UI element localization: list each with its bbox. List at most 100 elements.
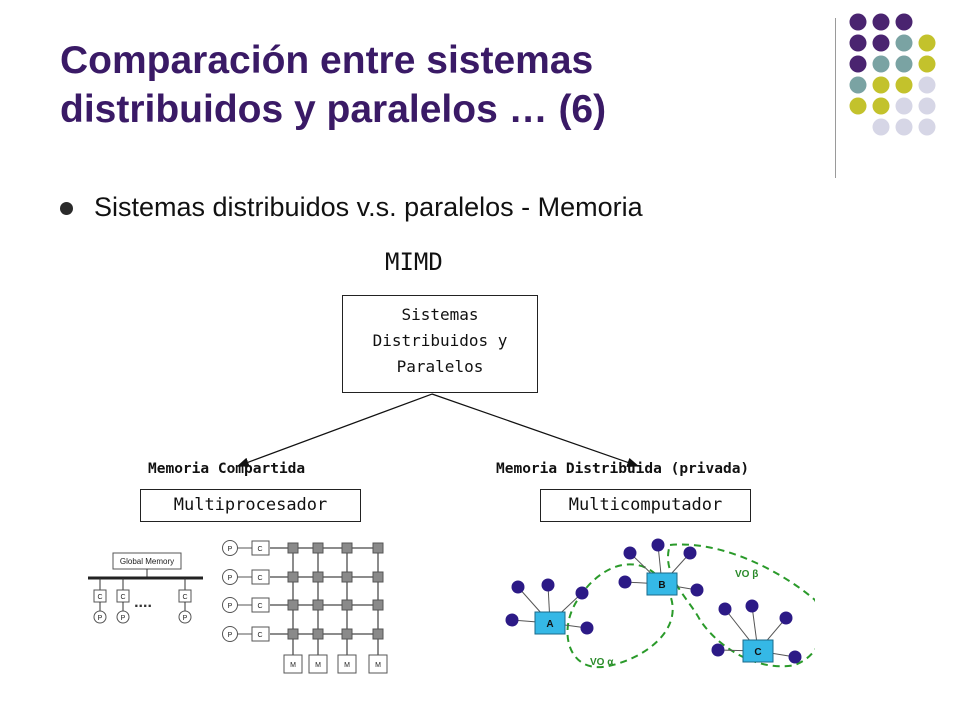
mesh-memory-label: M	[315, 662, 321, 669]
decorative-dot	[895, 34, 913, 52]
decorative-dot	[872, 76, 890, 94]
hub-node-label: B	[658, 580, 665, 591]
hub-node-b	[646, 572, 678, 596]
mesh-switch	[341, 571, 353, 583]
processor-label: P	[121, 615, 126, 622]
mesh-cache-box	[251, 626, 270, 642]
peer-node	[683, 546, 697, 560]
mesh-cache-label: C	[257, 603, 262, 610]
peer-node	[745, 599, 759, 613]
hub-node-label: A	[546, 619, 553, 630]
mesh-switch	[372, 628, 384, 640]
bus-ellipsis: ....	[134, 594, 152, 611]
peer-node	[511, 580, 525, 594]
vo-alpha-boundary	[566, 563, 674, 669]
root-node-box: Sistemas Distribuidos y Paralelos	[342, 295, 538, 393]
mesh-cache-box	[251, 597, 270, 613]
mesh-switch	[287, 571, 299, 583]
mesh-memory-box	[283, 654, 303, 674]
peer-node	[718, 602, 732, 616]
title-line-1: Comparación entre sistemas	[60, 39, 594, 82]
mesh-switch	[287, 628, 299, 640]
cache-label: C	[182, 594, 187, 601]
shared-memory-label: Memoria Compartida	[148, 461, 306, 477]
mesh-switch	[287, 599, 299, 611]
mesh-memory-box	[337, 654, 357, 674]
decorative-dot	[849, 34, 867, 52]
mesh-cache-label: C	[257, 575, 262, 582]
mesh-switch	[372, 571, 384, 583]
mesh-memory-box	[368, 654, 388, 674]
decorative-dot	[918, 118, 936, 136]
bullet-dot-icon	[60, 202, 73, 215]
processor-node	[93, 610, 107, 624]
decorative-dot	[872, 118, 890, 136]
peer-node	[575, 586, 589, 600]
mesh-switch	[341, 599, 353, 611]
title-divider-line	[835, 18, 836, 178]
arrow-to-shared-memory	[236, 393, 433, 467]
bullet-text: Sistemas distribuidos v.s. paralelos - M…	[94, 192, 643, 222]
mesh-memory-label: M	[290, 662, 296, 669]
root-node-line-2: Distribuidos y	[372, 331, 508, 350]
mesh-memory-label: M	[344, 662, 350, 669]
mesh-switch	[312, 571, 324, 583]
decorative-dot-grid	[849, 13, 936, 136]
decorative-dot	[895, 118, 913, 136]
peer-node	[580, 621, 594, 635]
mesh-switch	[287, 542, 299, 554]
hub-node-c	[742, 639, 774, 663]
mesh-cache-box	[251, 540, 270, 556]
decorative-dot	[849, 76, 867, 94]
processor-node	[116, 610, 130, 624]
mesh-processor-node	[222, 597, 238, 613]
mesh-processor-label: P	[228, 546, 233, 553]
mesh-processor-label: P	[228, 603, 233, 610]
decorative-dot	[895, 76, 913, 94]
processor-node	[178, 610, 192, 624]
decorative-dot	[872, 13, 890, 31]
mesh-cache-label: C	[257, 632, 262, 639]
peer-node	[711, 643, 725, 657]
decorative-dot	[895, 97, 913, 115]
mesh-memory-box	[308, 654, 328, 674]
distributed-memory-label: Memoria Distribuida (privada)	[496, 461, 750, 477]
peer-node	[779, 611, 793, 625]
diagram-heading: MIMD	[385, 248, 443, 276]
mesh-switch	[372, 599, 384, 611]
global-memory-label: Global Memory	[120, 557, 174, 566]
title-line-2: distribuidos y paralelos … (6)	[60, 88, 607, 131]
mesh-processor-node	[222, 540, 238, 556]
peer-node	[788, 650, 802, 664]
peer-node	[541, 578, 555, 592]
decorative-dot	[918, 55, 936, 73]
decorative-dot	[918, 76, 936, 94]
decorative-dot	[849, 55, 867, 73]
cache-label: C	[120, 594, 125, 601]
mesh-switch	[341, 628, 353, 640]
mesh-switch	[341, 542, 353, 554]
peer-node	[690, 583, 704, 597]
decorative-dot	[872, 34, 890, 52]
mesh-switch	[372, 542, 384, 554]
peer-node	[651, 538, 665, 552]
multicomputer-box: Multicomputador	[540, 489, 751, 522]
peer-node	[623, 546, 637, 560]
peer-node	[618, 575, 632, 589]
processor-label: P	[98, 615, 103, 622]
hub-node-a	[534, 611, 566, 635]
mesh-processor-label: P	[228, 575, 233, 582]
multiprocessor-box: Multiprocesador	[140, 489, 361, 522]
mesh-switch	[312, 542, 324, 554]
mesh-cache-label: C	[257, 546, 262, 553]
mesh-cache-box	[251, 569, 270, 585]
decorative-dot	[895, 13, 913, 31]
root-node-line-1: Sistemas	[401, 305, 479, 324]
mesh-switch	[312, 599, 324, 611]
decorative-dot	[872, 55, 890, 73]
cache-label: C	[97, 594, 102, 601]
mesh-switch	[312, 628, 324, 640]
